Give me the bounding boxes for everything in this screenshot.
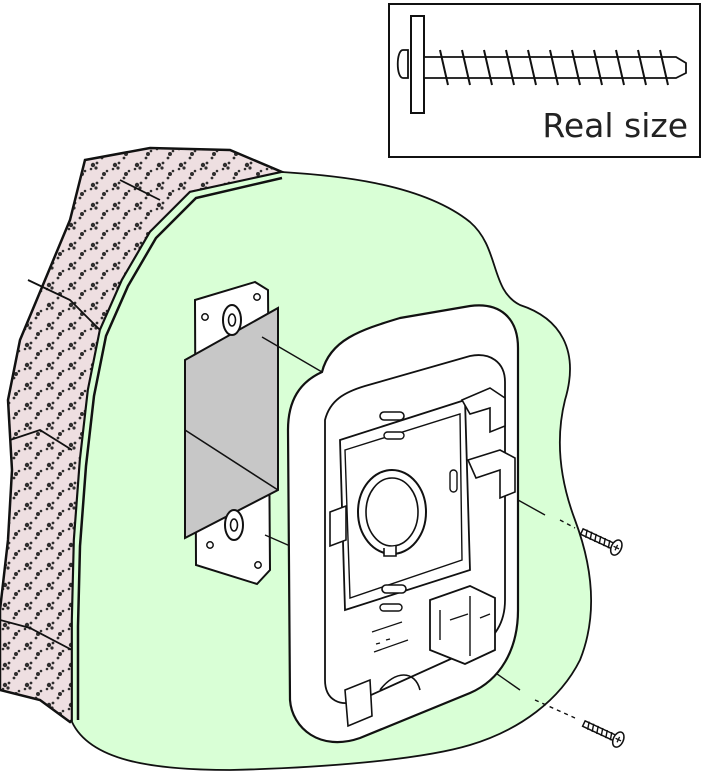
plate-slot-top: [222, 304, 242, 336]
screw-icon: [396, 15, 687, 114]
clip-left-side: [329, 504, 347, 548]
plate-hole-bl: [206, 541, 214, 549]
plate-slot-bottom: [224, 509, 244, 541]
back-box-icon: [286, 304, 520, 744]
box-slot-top-2: [383, 431, 405, 440]
screw-icon: [579, 527, 623, 556]
masonry-texture: [0, 148, 282, 722]
real-size-inset: Real size: [388, 3, 701, 158]
clip-right-side: [466, 449, 516, 500]
plate-hole-tl: [201, 313, 209, 321]
box-cavity-inner: [344, 413, 463, 599]
screw-icon: [581, 719, 625, 748]
plate-hole-tr: [253, 293, 261, 301]
terminal-block: [429, 585, 496, 665]
box-floor-arc: [379, 674, 421, 691]
box-slot-right: [449, 469, 458, 493]
real-size-caption: Real size: [542, 106, 688, 145]
masonry-joints: [0, 179, 161, 651]
box-slot-bottom: [381, 584, 407, 594]
cable-entry-notch: [383, 546, 397, 557]
plate-recess-fold: [184, 429, 279, 491]
box-markings: [371, 621, 409, 653]
clip-bottom-left: [344, 678, 373, 728]
wall-edge-double: [76, 176, 283, 720]
box-slot-bottom-2: [379, 603, 403, 612]
plate-slot-top-inner: [227, 313, 237, 327]
mounting-plate-icon: [184, 280, 279, 586]
cable-entry-hole: [365, 477, 419, 547]
plate-slot-bottom-inner: [229, 518, 239, 532]
terminal-block-detail: [439, 596, 491, 656]
plate-hole-br: [254, 561, 262, 569]
box-slot-top: [379, 411, 405, 421]
clip-top-right: [460, 387, 506, 434]
